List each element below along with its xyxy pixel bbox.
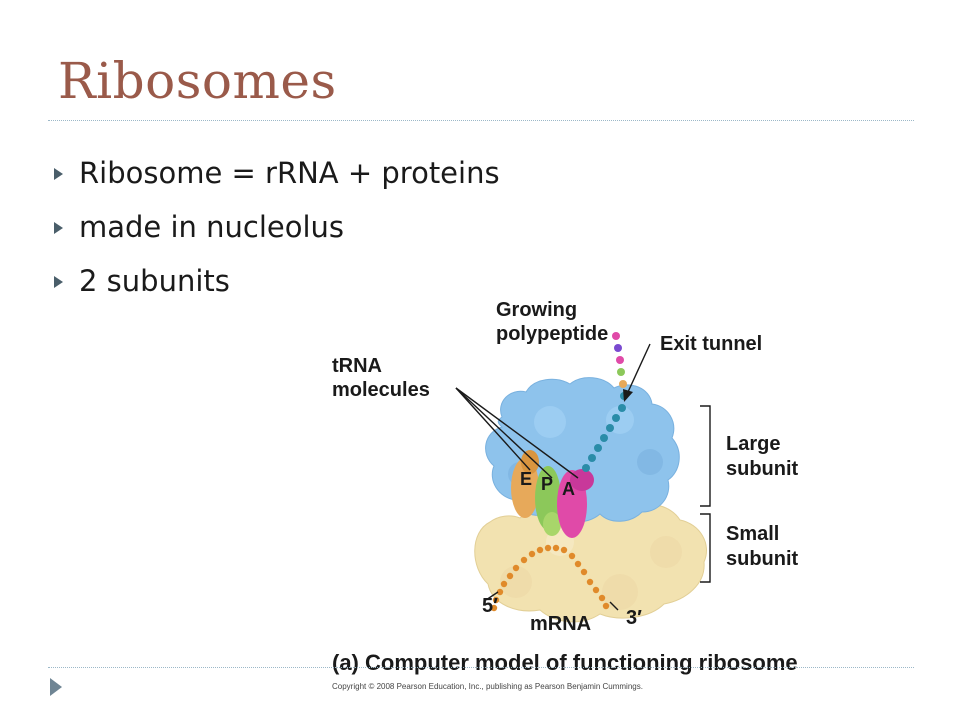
three-prime-label: 3′ [626, 607, 642, 629]
five-prime-label: 5′ [482, 595, 498, 617]
footer-arrow-icon [50, 678, 62, 696]
trna-molecules-label: tRNA molecules [332, 355, 430, 401]
small-subunit-shape [474, 503, 707, 623]
footer-divider [48, 667, 914, 668]
trna-p-shape [535, 466, 561, 536]
mrna-strand [490, 544, 610, 612]
copyright-notice: Copyright © 2008 Pearson Education, Inc.… [332, 682, 643, 691]
trna-e-shape [511, 450, 539, 518]
bullet-list: Ribosome = rRNA + proteins made in nucle… [54, 146, 500, 308]
bullet-item: 2 subunits [54, 254, 500, 308]
bullet-text: made in nucleolus [79, 210, 345, 244]
bullet-text: 2 subunits [79, 264, 230, 298]
title-divider [48, 120, 914, 121]
bullet-item: made in nucleolus [54, 200, 500, 254]
site-a-label: A [562, 479, 575, 499]
figure-caption: (a) Computer model of functioning riboso… [332, 650, 798, 675]
bullet-text: Ribosome = rRNA + proteins [79, 156, 500, 190]
leader-lines [455, 343, 711, 611]
polypeptide-chain [582, 332, 628, 472]
mrna-label: mRNA [530, 613, 591, 635]
slide-title: Ribosomes [58, 52, 337, 110]
trna-a-shape [557, 469, 594, 538]
site-e-label: E [520, 469, 532, 489]
triangle-bullet-icon [54, 276, 63, 288]
bullet-item: Ribosome = rRNA + proteins [54, 146, 500, 200]
growing-polypeptide-label: Growing polypeptide [496, 299, 608, 345]
exit-tunnel-label: Exit tunnel [660, 333, 762, 355]
small-subunit-label: Small subunit [726, 523, 799, 570]
ribosome-figure: E P A Growing polypeptide Exit tunnel tR… [332, 299, 799, 691]
site-p-label: P [541, 474, 553, 494]
triangle-bullet-icon [54, 168, 63, 180]
triangle-bullet-icon [54, 222, 63, 234]
large-subunit-label: Large subunit [726, 433, 799, 480]
